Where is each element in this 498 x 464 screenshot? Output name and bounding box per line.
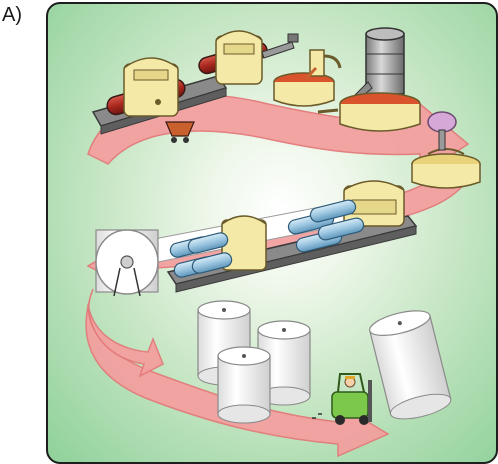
- blue-rollers-left: [169, 232, 233, 278]
- pipe-spout: [261, 33, 299, 59]
- press-hood-middle: [221, 215, 267, 271]
- blue-rollers-right: [287, 199, 365, 253]
- forklift: [312, 373, 372, 425]
- pulp-vat-right: [317, 92, 421, 132]
- pulp-vat-left: [273, 49, 342, 107]
- reel-front: [217, 346, 271, 424]
- dryer-hood-right: [343, 180, 405, 227]
- mixer-vat: [411, 111, 481, 189]
- panel-label: A): [2, 4, 22, 26]
- papermaking-illustration: [85, 27, 481, 458]
- storage-tank: [353, 27, 405, 101]
- small-cart: [165, 121, 195, 143]
- reel-on-forklift: [369, 310, 452, 420]
- paper-roll-big: [95, 229, 159, 297]
- illustration-frame: [46, 2, 498, 464]
- press-machine-left: [123, 57, 179, 117]
- press-machine-middle: [215, 30, 263, 85]
